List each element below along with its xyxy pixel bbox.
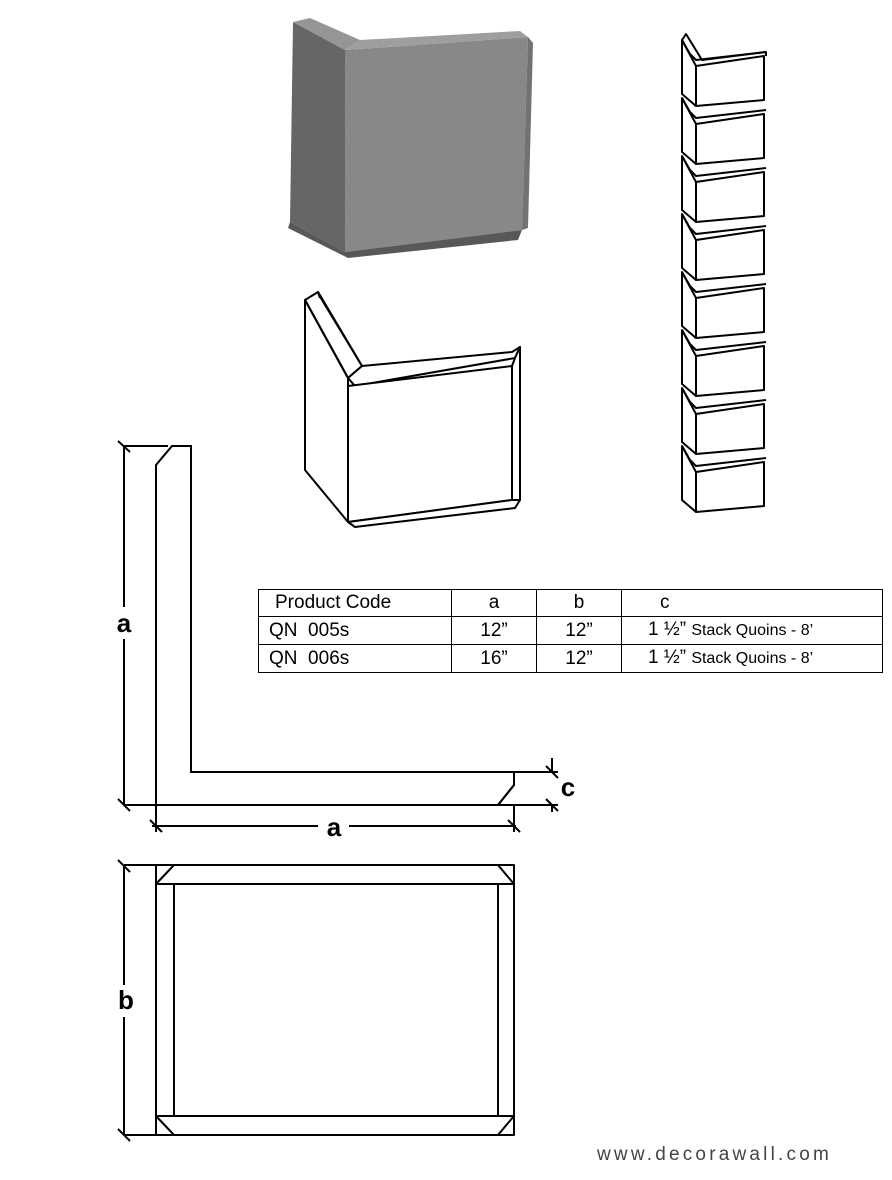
- stack-quoin-unit: [681, 329, 767, 397]
- row-a: 16”: [451, 644, 537, 673]
- website-url: www.decorawall.com: [597, 1144, 832, 1165]
- table-row: QN 005s 12” 12” 1 ½” Stack Quoins - 8’: [258, 616, 883, 645]
- header-a: a: [451, 589, 537, 617]
- header-b: b: [536, 589, 622, 617]
- spec-table-header: Product Code a b c: [258, 589, 883, 617]
- header-c: c: [621, 589, 883, 617]
- row-c-main: 1 ½”: [648, 647, 687, 668]
- dim-label-a-vertical: a: [117, 608, 132, 638]
- face-elevation: [117, 859, 515, 1142]
- row-b: 12”: [536, 616, 622, 645]
- stack-quoin-unit: [681, 387, 767, 455]
- stack-quoins-drawing: [681, 33, 767, 513]
- stack-quoin-unit: [681, 271, 767, 339]
- stack-quoin-unit: [681, 445, 767, 513]
- stack-quoin-unit: [681, 213, 767, 281]
- quoin-photo: [288, 18, 533, 258]
- dim-label-c: c: [561, 772, 575, 802]
- row-c-note: Stack Quoins - 8’: [691, 650, 814, 667]
- stack-top-cap: [681, 33, 767, 61]
- row-c: 1 ½” Stack Quoins - 8’: [621, 616, 883, 645]
- dim-label-b: b: [118, 985, 134, 1015]
- stack-quoin-unit: [681, 39, 767, 107]
- row-c-note: Stack Quoins - 8’: [691, 622, 814, 639]
- row-c: 1 ½” Stack Quoins - 8’: [621, 644, 883, 673]
- row-c-main: 1 ½”: [648, 619, 687, 640]
- table-row: QN 006s 16” 12” 1 ½” Stack Quoins - 8’: [258, 644, 883, 673]
- quoin-line-drawing: [304, 291, 521, 528]
- row-b: 12”: [536, 644, 622, 673]
- header-product-code: Product Code: [258, 589, 452, 617]
- stack-quoin-unit: [681, 97, 767, 165]
- row-a: 12”: [451, 616, 537, 645]
- spec-table: Product Code a b c QN 005s 12” 12” 1 ½” …: [258, 589, 883, 673]
- stack-quoin-unit: [681, 155, 767, 223]
- row-product-code: QN 006s: [258, 644, 452, 673]
- row-product-code: QN 005s: [258, 616, 452, 645]
- dim-label-a-horizontal: a: [327, 812, 342, 842]
